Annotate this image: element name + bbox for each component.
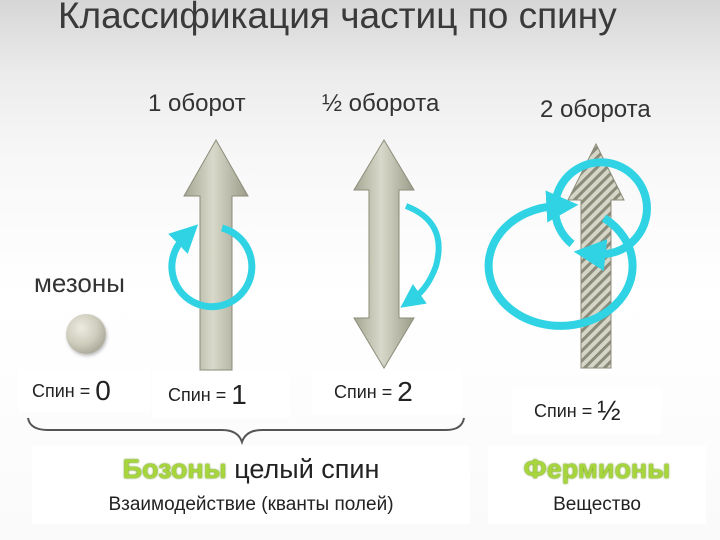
bosons-name: Бозоны (122, 454, 227, 484)
spin-value: 1 (231, 379, 247, 410)
spin-one-arrow-icon (183, 138, 249, 371)
spin-prefix: Спин = (168, 384, 227, 405)
fermions-box: Фермионы Вещество (488, 446, 706, 524)
spin-value: 0 (95, 375, 111, 406)
rotation-label-half-turn: ½ оборота (322, 90, 440, 117)
meson-label: мезоны (34, 268, 125, 298)
bosons-subtitle: Взаимодействие (кванты полей) (108, 494, 394, 515)
spin-zero-label: Спин = 0 (18, 370, 150, 412)
spin-two-double-arrow-icon (353, 139, 415, 369)
one-turn-rotation-arrow-icon (168, 224, 256, 311)
bosons-brace-icon (27, 417, 465, 446)
spin-prefix: Спин = (32, 380, 91, 401)
bosons-heading: Бозоны целый спин (32, 454, 470, 485)
spin-prefix: Спин = (534, 400, 593, 421)
bosons-box: Бозоны целый спин Взаимодействие (кванты… (32, 446, 470, 524)
fermions-subtitle: Вещество (553, 494, 641, 515)
spin-value: 2 (397, 376, 413, 407)
spin-one-label: Спин = 1 (152, 372, 290, 418)
fermions-heading: Фермионы (488, 454, 706, 485)
spin-two-label: Спин = 2 (312, 370, 462, 414)
rotation-label-two-turns: 2 оборота (540, 96, 651, 123)
half-turn-rotation-arrow-icon (400, 203, 442, 308)
fermions-name: Фермионы (523, 454, 671, 484)
rotation-label-one-turn: 1 оборот (148, 90, 246, 117)
page-title: Классификация частиц по спину (58, 0, 617, 36)
two-turns-inner-rotation-arrow-icon (551, 158, 651, 271)
two-turns-outer-rotation-arrow-icon (484, 190, 637, 330)
spin-prefix: Спин = (334, 381, 393, 402)
spin-value: ½ (597, 395, 621, 426)
meson-ball-icon (66, 314, 106, 354)
bosons-heading-rest: целый спин (226, 454, 380, 484)
spin-half-label: Спин = ½ (512, 388, 662, 434)
